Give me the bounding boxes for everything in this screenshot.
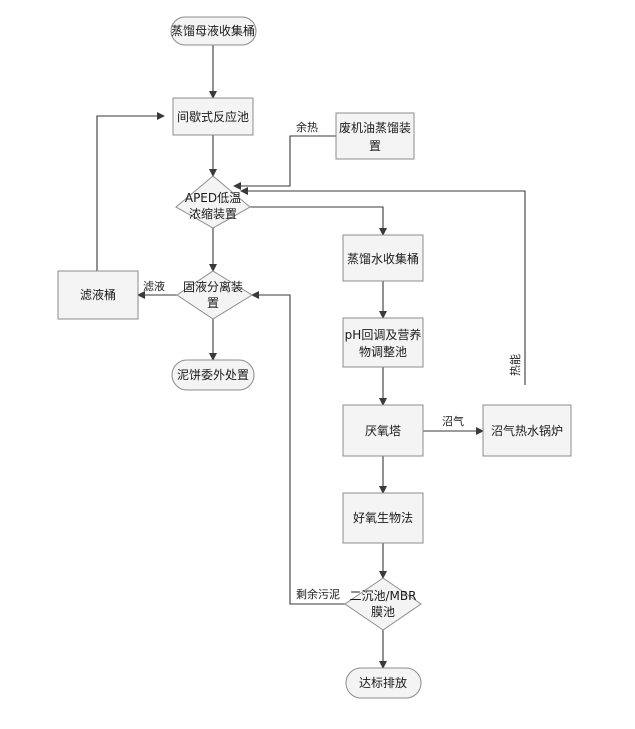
svg-text:达标排放: 达标排放 xyxy=(359,675,407,690)
edge-aped-to-distill-water xyxy=(250,206,387,236)
node-mother-liquor-bucket: 蒸馏母液收集桶 xyxy=(170,16,257,46)
svg-text:物调整池: 物调整池 xyxy=(359,344,407,359)
edge-filtrate-to-reactor xyxy=(96,112,165,271)
label-waste-heat: 余热 xyxy=(296,120,318,134)
node-distilled-water-bucket: 蒸馏水收集桶 xyxy=(342,234,424,282)
svg-text:固液分离装: 固液分离装 xyxy=(183,279,243,294)
svg-text:二沉池/MBR: 二沉池/MBR xyxy=(350,589,417,603)
svg-text:蒸馏母液收集桶: 蒸馏母液收集桶 xyxy=(171,23,255,38)
node-waste-oil-still: 废机油蒸馏装 置 xyxy=(335,112,415,160)
svg-text:滤液桶: 滤液桶 xyxy=(80,287,116,302)
node-batch-reactor: 间歇式反应池 xyxy=(172,97,254,136)
edge-mbr-to-separator xyxy=(251,291,345,605)
svg-text:浓缩装置: 浓缩装置 xyxy=(189,206,237,221)
node-biogas-boiler: 沼气热水锅炉 xyxy=(482,404,572,457)
svg-text:置: 置 xyxy=(369,139,381,153)
label-biogas: 沼气 xyxy=(442,414,464,428)
edge-boiler-to-aped xyxy=(240,187,526,385)
node-sludge-cake-disposal: 泥饼委外处置 xyxy=(171,359,255,391)
svg-text:膜池: 膜池 xyxy=(371,605,395,619)
node-ph-adjust-tank: pH回调及营养 物调整池 xyxy=(342,317,424,368)
label-filtrate: 滤液 xyxy=(143,279,165,293)
svg-text:间歇式反应池: 间歇式反应池 xyxy=(177,109,249,124)
svg-text:蒸馏水收集桶: 蒸馏水收集桶 xyxy=(347,251,419,266)
node-aped-concentrator: APED低温 浓缩装置 xyxy=(175,175,251,229)
node-aerobic-process: 好氧生物法 xyxy=(342,492,424,544)
node-solid-liquid-separator: 固液分离装 置 xyxy=(176,270,253,320)
svg-text:泥饼委外处置: 泥饼委外处置 xyxy=(177,368,249,382)
node-anaerobic-tower: 厌氧塔 xyxy=(342,404,424,457)
label-excess-sludge: 剩余污泥 xyxy=(296,587,340,601)
svg-text:pH回调及营养: pH回调及营养 xyxy=(345,327,422,342)
edge-oil-still-to-aped xyxy=(233,135,336,190)
svg-text:厌氧塔: 厌氧塔 xyxy=(365,424,401,438)
svg-text:好氧生物法: 好氧生物法 xyxy=(353,511,413,525)
svg-text:置: 置 xyxy=(207,296,219,310)
label-heat-energy: 热能 xyxy=(508,354,522,376)
edges xyxy=(96,45,526,669)
edge-labels: 余热 滤液 沼气 热能 剩余污泥 xyxy=(143,120,522,601)
svg-text:APED低温: APED低温 xyxy=(185,191,241,205)
node-mbr-clarifier: 二沉池/MBR 膜池 xyxy=(344,577,422,631)
node-compliant-discharge: 达标排放 xyxy=(345,667,422,699)
svg-text:废机油蒸馏装: 废机油蒸馏装 xyxy=(339,120,411,135)
node-filtrate-bucket: 滤液桶 xyxy=(57,270,139,320)
svg-text:沼气热水锅炉: 沼气热水锅炉 xyxy=(491,423,563,438)
